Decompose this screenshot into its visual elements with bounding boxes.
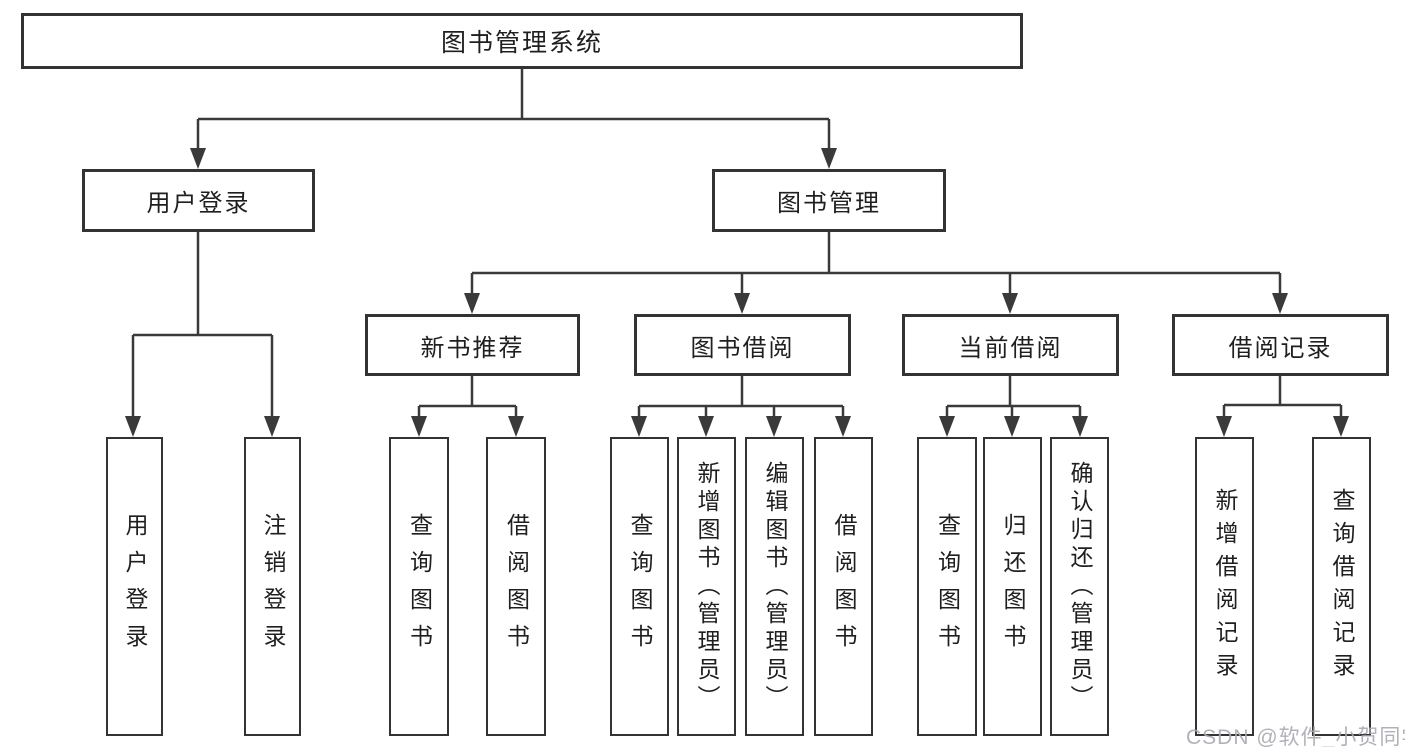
leaf-confirm-return-admin: 确认归还（管理员） bbox=[1050, 437, 1109, 736]
node-book-borrowing-label: 图书借阅 bbox=[690, 334, 795, 362]
leaf-query-books-borrow-label: 查询图书 bbox=[627, 512, 653, 661]
node-borrowing-records-label: 借阅记录 bbox=[1228, 334, 1333, 362]
node-new-book-recommend-label: 新书推荐 bbox=[420, 334, 525, 362]
leaf-add-borrow-record-label: 新增借阅记录 bbox=[1212, 487, 1238, 686]
watermark: CSDN @软件_小贺同学 bbox=[1186, 726, 1405, 747]
node-current-borrowing-label: 当前借阅 bbox=[958, 334, 1063, 362]
leaf-edit-books-admin: 编辑图书（管理员） bbox=[745, 437, 804, 736]
node-current-borrowing: 当前借阅 bbox=[902, 314, 1119, 376]
node-user-login-branch: 用户登录 bbox=[82, 169, 315, 232]
node-borrowing-records: 借阅记录 bbox=[1172, 314, 1389, 376]
leaf-query-books-recommend: 查询图书 bbox=[389, 437, 449, 736]
node-book-borrowing: 图书借阅 bbox=[634, 314, 851, 376]
leaf-return-books: 归还图书 bbox=[983, 437, 1042, 736]
leaf-query-borrow-record: 查询借阅记录 bbox=[1312, 437, 1371, 736]
leaf-add-books-admin-label: 新增图书（管理员） bbox=[694, 460, 720, 713]
leaf-user-login-label: 用户登录 bbox=[122, 512, 148, 661]
leaf-query-books-current-label: 查询图书 bbox=[934, 512, 961, 661]
leaf-borrow-books-recommend-label: 借阅图书 bbox=[503, 512, 530, 661]
leaf-borrow-books: 借阅图书 bbox=[814, 437, 873, 736]
leaf-edit-books-admin-label: 编辑图书（管理员） bbox=[762, 460, 788, 713]
leaf-logout: 注销登录 bbox=[244, 437, 301, 736]
leaf-logout-label: 注销登录 bbox=[260, 512, 286, 661]
leaf-return-books-label: 归还图书 bbox=[1000, 512, 1026, 661]
leaf-borrow-books-label: 借阅图书 bbox=[831, 512, 857, 661]
leaf-user-login: 用户登录 bbox=[106, 437, 163, 736]
node-root-label: 图书管理系统 bbox=[440, 29, 603, 57]
leaf-borrow-books-recommend: 借阅图书 bbox=[486, 437, 546, 736]
leaf-query-borrow-record-label: 查询借阅记录 bbox=[1329, 487, 1355, 686]
node-user-login-branch-label: 用户登录 bbox=[146, 190, 251, 217]
leaf-confirm-return-admin-label: 确认归还（管理员） bbox=[1067, 460, 1093, 713]
node-root: 图书管理系统 bbox=[21, 13, 1023, 69]
leaf-add-books-admin: 新增图书（管理员） bbox=[677, 437, 736, 736]
node-book-management-label: 图书管理 bbox=[777, 190, 881, 217]
node-new-book-recommend: 新书推荐 bbox=[365, 314, 580, 376]
node-book-management: 图书管理 bbox=[712, 169, 946, 232]
leaf-add-borrow-record: 新增借阅记录 bbox=[1195, 437, 1254, 736]
leaf-query-books-borrow: 查询图书 bbox=[610, 437, 669, 736]
leaf-query-books-recommend-label: 查询图书 bbox=[406, 512, 433, 661]
leaf-query-books-current: 查询图书 bbox=[917, 437, 977, 736]
